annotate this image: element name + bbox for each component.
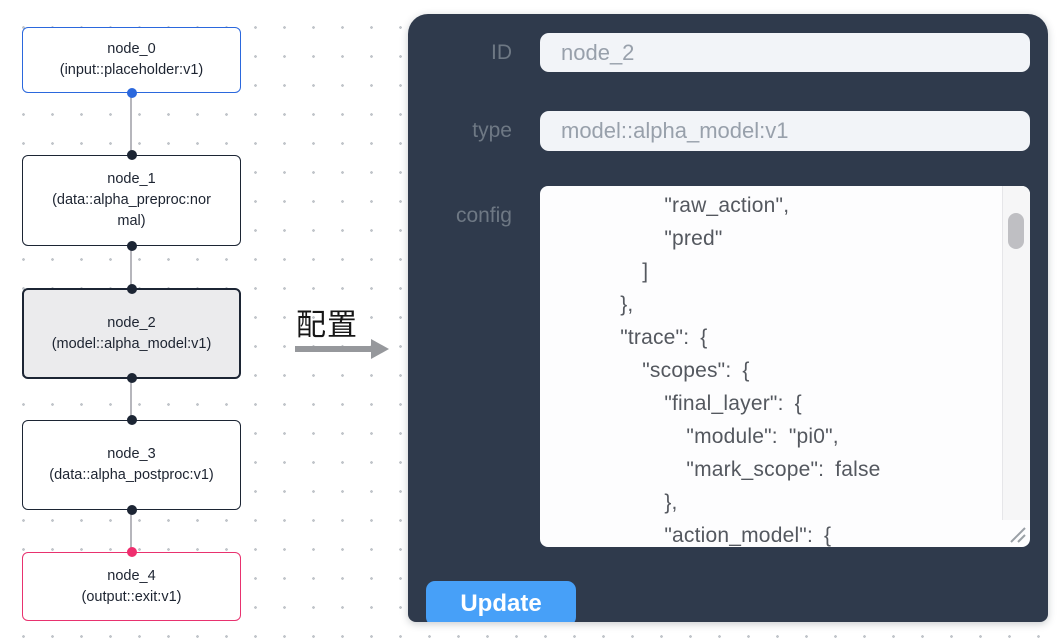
node-subtitle: (model::alpha_model:v1)	[51, 335, 212, 352]
node-title: node_2	[107, 314, 156, 331]
node-title: node_0	[107, 41, 156, 57]
type-input[interactable]	[540, 111, 1030, 151]
node-subtitle: (data::alpha_preproc:normal)	[52, 192, 211, 229]
node-title: node_1	[107, 171, 156, 187]
type-field-label: type	[472, 119, 512, 142]
id-field-label: ID	[491, 41, 512, 64]
flow-node-node_2-selected[interactable]: node_2 (model::alpha_model:v1)	[22, 284, 241, 383]
flow-node-node_0[interactable]: node_0 (input::placeholder:v1)	[22, 27, 241, 98]
flow-node-node_4[interactable]: node_4 (output::exit:v1)	[22, 547, 241, 621]
config-field-label: config	[455, 204, 512, 227]
node-subtitle: (output::exit:v1)	[81, 588, 182, 605]
node-title: node_3	[107, 446, 156, 462]
node-output-handle[interactable]	[126, 88, 137, 98]
flow-node-node_1[interactable]: node_1 (data::alpha_preproc:normal)	[22, 150, 241, 251]
flow-edge-node1-node2	[130, 246, 132, 289]
node-subtitle: (data::alpha_postproc:v1)	[49, 467, 214, 483]
node-input-handle[interactable]	[126, 415, 137, 425]
node-output-handle[interactable]	[126, 373, 137, 383]
scrollbar-track[interactable]	[1002, 186, 1030, 520]
node-output-handle[interactable]	[126, 505, 137, 515]
node-subtitle: (input::placeholder:v1)	[59, 62, 204, 78]
node-output-handle[interactable]	[126, 241, 137, 251]
node-title: node_4	[107, 567, 156, 584]
update-button[interactable]: Update	[426, 581, 576, 622]
flow-node-node_3[interactable]: node_3 (data::alpha_postproc:v1)	[22, 415, 241, 515]
flow-edge-node0-node1	[130, 93, 132, 156]
config-json-text[interactable]: "raw_action", "pred" ] }, "trace": { "sc…	[554, 194, 881, 547]
flow-edge-node3-node4	[130, 510, 132, 553]
id-input[interactable]	[540, 33, 1030, 72]
config-annotation-label: 配置	[296, 309, 358, 342]
resize-handle-icon[interactable]	[1005, 522, 1027, 544]
right-arrow-icon	[295, 339, 389, 359]
node-input-handle[interactable]	[126, 284, 137, 294]
node-input-handle[interactable]	[126, 150, 137, 160]
config-textarea[interactable]: "raw_action", "pred" ] }, "trace": { "sc…	[540, 186, 1030, 547]
node-input-handle[interactable]	[126, 547, 137, 557]
scrollbar-thumb[interactable]	[1008, 213, 1024, 249]
flow-edge-node2-node3	[130, 379, 132, 421]
node-inspector-panel: ID type config "raw_action", "pred" ] },…	[408, 14, 1048, 622]
